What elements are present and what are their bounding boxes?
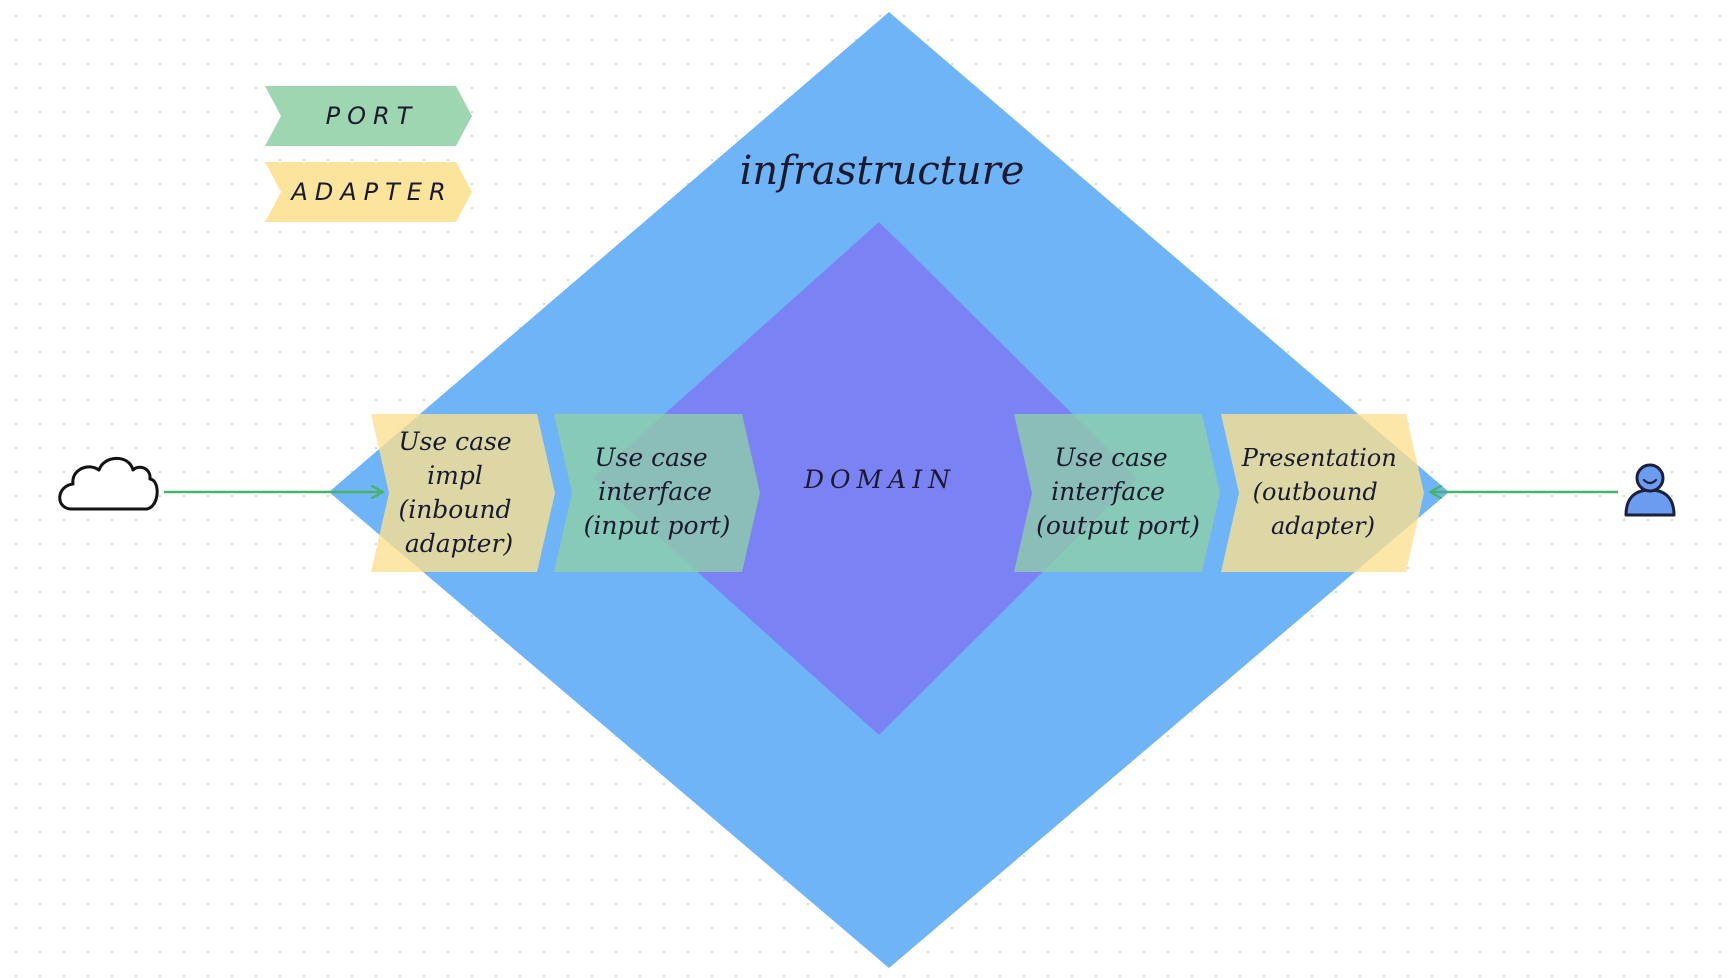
person-head [1635,463,1665,493]
output-port-shape [1014,414,1220,572]
output-port-line-1: Use case [1054,443,1167,472]
domain-layer[interactable] [593,222,1137,735]
input-port[interactable]: Use case interface (input port) [554,414,760,572]
inbound-adapter-line-1: Use case [398,427,511,456]
inbound-adapter-shape [371,414,555,572]
person-icon[interactable] [1624,463,1676,517]
legend-port-shape [265,86,472,146]
inbound-adapter-label: Use case impl (inbound adapter) [398,427,519,558]
legend-adapter-label: ADAPTER [289,178,452,206]
legend-port-label: PORT [326,102,419,130]
inbound-adapter-line-4: adapter) [405,529,513,558]
input-port-line-3: (input port) [584,511,731,540]
outbound-adapter-shape [1221,414,1424,572]
input-port-label: Use case interface (input port) [584,443,731,540]
input-port-line-2: interface [598,477,712,506]
output-port-line-2: interface [1051,477,1165,506]
legend-adapter-shape [265,162,472,222]
outbound-adapter-line-1: Presentation [1241,444,1397,472]
domain-label: DOMAIN [803,465,956,494]
person-smile [1642,478,1658,485]
outbound-adapter[interactable]: Presentation (outbound adapter) [1221,414,1424,572]
legend-adapter: ADAPTER [265,162,472,222]
input-port-line-1: Use case [594,443,707,472]
outbound-adapter-label: Presentation (outbound adapter) [1241,444,1405,540]
inbound-adapter[interactable]: Use case impl (inbound adapter) [371,414,555,572]
cloud-icon[interactable] [58,456,159,511]
output-port[interactable]: Use case interface (output port) [1014,414,1220,572]
inbound-adapter-line-3: (inbound [398,495,511,524]
outbound-adapter-line-3: adapter) [1271,512,1375,540]
inbound-adapter-line-2: impl [427,461,483,490]
legend-port: PORT [265,86,472,146]
outbound-adapter-line-2: (outbound [1253,478,1378,506]
input-port-shape [554,414,760,572]
output-port-label: Use case interface (output port) [1036,443,1200,540]
output-port-line-3: (output port) [1036,511,1200,540]
person-body [1624,488,1676,517]
infrastructure-label: infrastructure [740,148,1025,194]
